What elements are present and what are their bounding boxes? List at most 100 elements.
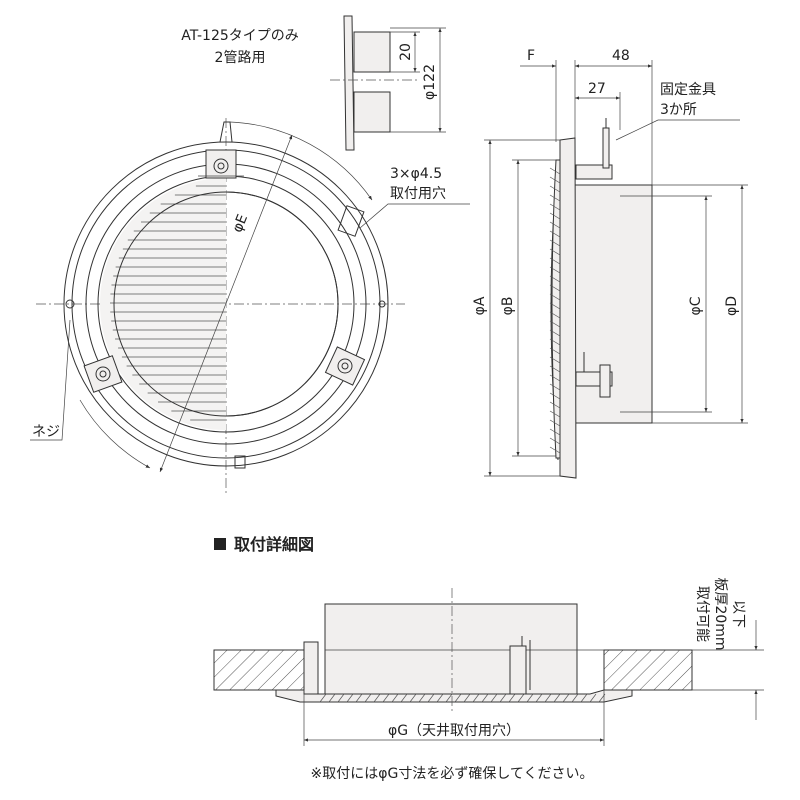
side-louvre-line [549,194,561,202]
ceiling-right [603,649,693,691]
section-title-marker [214,538,226,550]
bracket-left [83,355,123,393]
install-louvre-line [400,693,408,703]
twin-duct-detail: AT-125タイプのみ 2管路用 20 φ122 [181,15,446,151]
side-louvre-line [549,392,561,400]
install-louvre-line [418,693,426,703]
bracket-callout-line1: 固定金具 [660,82,716,98]
side-louvre-line [549,167,561,175]
hole-callout-line1: 3×φ4.5 [390,166,442,182]
bracket-callout-line2: 3か所 [660,102,697,118]
front-view: φE 3×φ4.5 取付用穴 ネジ [30,118,470,496]
side-louvre-line [549,221,561,229]
side-louvre-line [549,401,561,409]
install-louvre-line [499,693,507,703]
install-louvre-line [382,693,390,703]
side-louvre-line [549,302,561,310]
side-louvre-line [549,239,561,247]
install-louvre-line [535,693,543,703]
install-louvre-line [571,693,579,703]
install-louvre-line [427,693,435,703]
install-louvre-line [526,693,534,703]
dim-48: 48 [612,48,630,64]
side-louvre-line [549,248,561,256]
side-louvre-line [549,446,561,454]
screw-callout: ネジ [32,424,60,440]
side-louvre-line [549,383,561,391]
install-louvre-line [589,693,597,703]
install-bracket-mid [509,645,527,695]
install-louvre-line [445,693,453,703]
install-louvre-line [409,693,417,703]
install-louvre-line [328,693,336,703]
side-louvre-line [549,311,561,319]
side-view: F 48 27 固定金具 3か所 [472,48,748,479]
side-louvre-line [549,437,561,445]
install-louvre-line [337,693,345,703]
install-bracket-left [303,641,319,695]
side-louvre-line [549,212,561,220]
install-louvre-line [319,693,327,703]
install-louvre-line [580,693,588,703]
dim-phiC: φC [688,296,704,315]
ceiling-left [213,649,305,691]
mount-hole-left [65,299,75,309]
side-flange [559,137,577,479]
install-louvre-line [481,693,489,703]
side-louvre-line [549,356,561,364]
side-louvre-line [549,410,561,418]
install-louvre-line [454,693,462,703]
install-louvre-line [346,693,354,703]
bracket-right [324,346,366,386]
bracket-top [198,149,244,179]
dim-20: 20 [398,43,414,61]
dim-phiD: φD [724,296,740,316]
side-louvre-line [549,293,561,301]
side-louvre-line [549,176,561,184]
side-louvre-line [549,365,561,373]
side-louvre-line [549,338,561,346]
plate-note-line1: 取付可能 [694,586,710,642]
side-louvre-line [549,230,561,238]
installation-detail: 取付詳細図 取付可能 板厚20mm 以下 φG（天井取付用穴） ※取付にはφG寸… [213,535,764,782]
install-louvre-line [436,693,444,703]
dim-phiE: φE [229,212,251,235]
side-louvre-line [549,203,561,211]
dim-phiG: φG（天井取付用穴） [388,723,520,739]
install-louvre-line [391,693,399,703]
dim-phi122: φ122 [422,64,438,100]
side-louvre-line [549,320,561,328]
side-louvre-line [549,347,561,355]
dim-phiB: φB [500,297,516,316]
at-note-line2: 2管路用 [215,50,266,66]
install-louvre-line [472,693,480,703]
install-louvre-line [355,693,363,703]
side-louvre-line [549,257,561,265]
install-louvre-line [364,693,372,703]
mount-hole-right [378,300,386,308]
side-louvre-line [549,275,561,283]
dim-27: 27 [588,81,606,97]
side-louvre-line [549,266,561,274]
side-bracket-top [575,118,613,180]
install-louvre-line [490,693,498,703]
footnote: ※取付にはφG寸法を必ず確保してください。 [311,766,594,782]
install-louvre-line [553,693,561,703]
side-louvre-line [549,419,561,427]
install-louvre-line [508,693,516,703]
install-louvre-line [517,693,525,703]
twin-flange [343,15,355,151]
plate-note-line3: 以下 [730,600,746,628]
dim-F: F [527,48,535,64]
twin-duct-upper [353,31,391,73]
side-bracket-bottom [575,352,613,398]
side-duct-body [574,184,653,424]
install-louvre-line [373,693,381,703]
dim-phiA: φA [472,296,488,315]
side-louvre-line [549,185,561,193]
at-note-line1: AT-125タイプのみ [181,28,299,44]
side-louvre-line [549,428,561,436]
hole-callout-line2: 取付用穴 [390,186,446,202]
side-louvre-line [549,284,561,292]
